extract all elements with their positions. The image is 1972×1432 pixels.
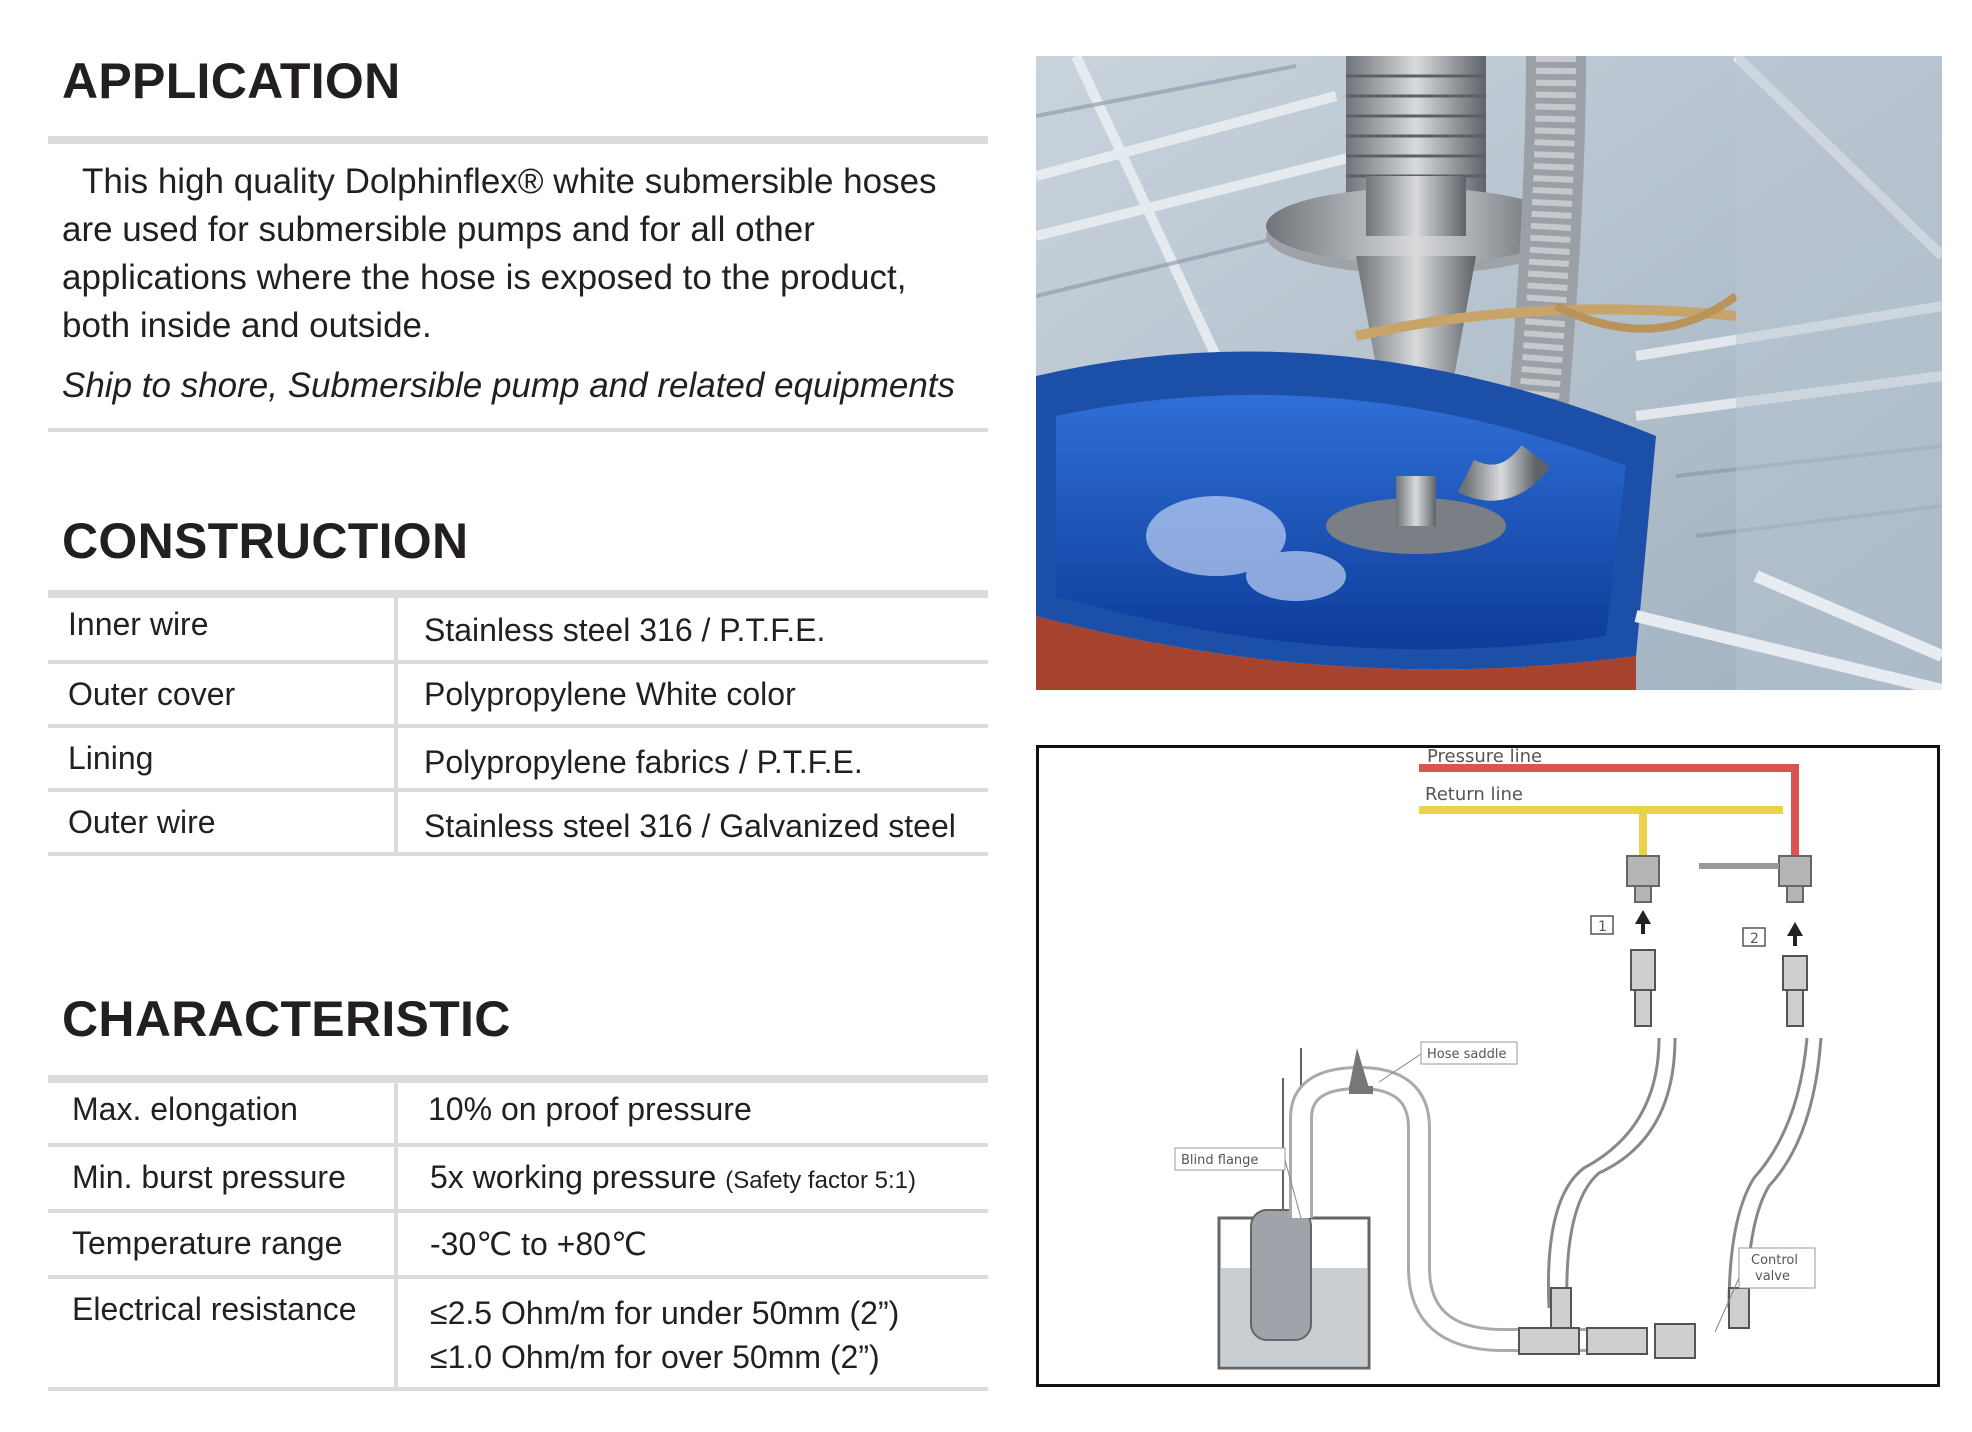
application-paragraph: This high quality Dolphinflex® white sub…	[62, 162, 937, 345]
table-row: Lining Polypropylene fabrics / P.T.F.E.	[48, 726, 988, 792]
characteristic-label: Temperature range	[48, 1211, 398, 1279]
table-row: Electrical resistance ≤2.5 Ohm/m for und…	[48, 1277, 988, 1391]
table-row: Inner wire Stainless steel 316 / P.T.F.E…	[48, 598, 988, 664]
application-rule	[48, 136, 988, 144]
application-heading: APPLICATION	[62, 53, 401, 109]
construction-label: Inner wire	[48, 598, 398, 664]
construction-label: Lining	[48, 726, 398, 792]
characteristic-label: Min. burst pressure	[48, 1145, 398, 1213]
table-row: Max. elongation 10% on proof pressure	[48, 1083, 988, 1147]
characteristic-value-cell: ≤2.5 Ohm/m for under 50mm (2”) ≤1.0 Ohm/…	[396, 1277, 988, 1391]
characteristic-note: (Safety factor 5:1)	[725, 1167, 916, 1194]
control-valve-label: Control	[1751, 1253, 1798, 1268]
characteristic-heading: CHARACTERISTIC	[62, 991, 511, 1047]
table-row: Temperature range -30℃ to +80℃	[48, 1211, 988, 1279]
return-line-label: Return line	[1425, 784, 1523, 805]
submersible-pump-photo	[1036, 56, 1942, 690]
construction-rule	[48, 590, 988, 598]
characteristic-value: 5x working pressure	[430, 1159, 717, 1195]
characteristic-label: Electrical resistance	[48, 1277, 398, 1391]
construction-label: Outer wire	[48, 790, 398, 856]
construction-heading: CONSTRUCTION	[62, 513, 469, 569]
arrow-up-icon	[1787, 922, 1803, 936]
arrow-up-icon	[1635, 910, 1651, 924]
pressure-line-label: Pressure line	[1427, 748, 1542, 767]
installation-diagram: Pressure line Return line 1 2	[1036, 745, 1940, 1387]
control-valve-label: valve	[1755, 1269, 1790, 1284]
characteristic-value: ≤2.5 Ohm/m for under 50mm (2”)	[430, 1295, 900, 1331]
application-note: Ship to shore, Submersible pump and rela…	[62, 366, 956, 405]
construction-value: Stainless steel 316 / P.T.F.E.	[396, 598, 988, 664]
construction-label: Outer cover	[48, 662, 398, 728]
blind-flange-label: Blind flange	[1181, 1153, 1258, 1168]
step-2-label: 2	[1750, 931, 1759, 947]
construction-value: Stainless steel 316 / Galvanized steel	[396, 790, 988, 856]
photo-illustration	[1036, 56, 1942, 690]
application-bottom-rule	[48, 428, 988, 432]
characteristic-value: ≤1.0 Ohm/m for over 50mm (2”)	[430, 1339, 880, 1375]
construction-value: Polypropylene fabrics / P.T.F.E.	[396, 726, 988, 792]
table-row: Min. burst pressure 5x working pressure …	[48, 1145, 988, 1213]
step-1-label: 1	[1598, 919, 1607, 935]
characteristic-value: 10% on proof pressure	[396, 1083, 988, 1147]
diagram-illustration: Pressure line Return line 1 2	[1174, 746, 1823, 1370]
table-row: Outer cover Polypropylene White color	[48, 662, 988, 728]
construction-table: Inner wire Stainless steel 316 / P.T.F.E…	[48, 598, 988, 856]
characteristic-table: Max. elongation 10% on proof pressure Mi…	[48, 1083, 988, 1391]
table-row: Outer wire Stainless steel 316 / Galvani…	[48, 790, 988, 856]
characteristic-value: -30℃ to +80℃	[396, 1211, 988, 1279]
hose-saddle-label: Hose saddle	[1427, 1047, 1507, 1062]
characteristic-rule	[48, 1075, 988, 1083]
construction-value: Polypropylene White color	[396, 662, 988, 728]
characteristic-label: Max. elongation	[48, 1083, 398, 1147]
characteristic-value-cell: 5x working pressure (Safety factor 5:1)	[396, 1145, 988, 1213]
submersible-pump	[1250, 1209, 1312, 1341]
